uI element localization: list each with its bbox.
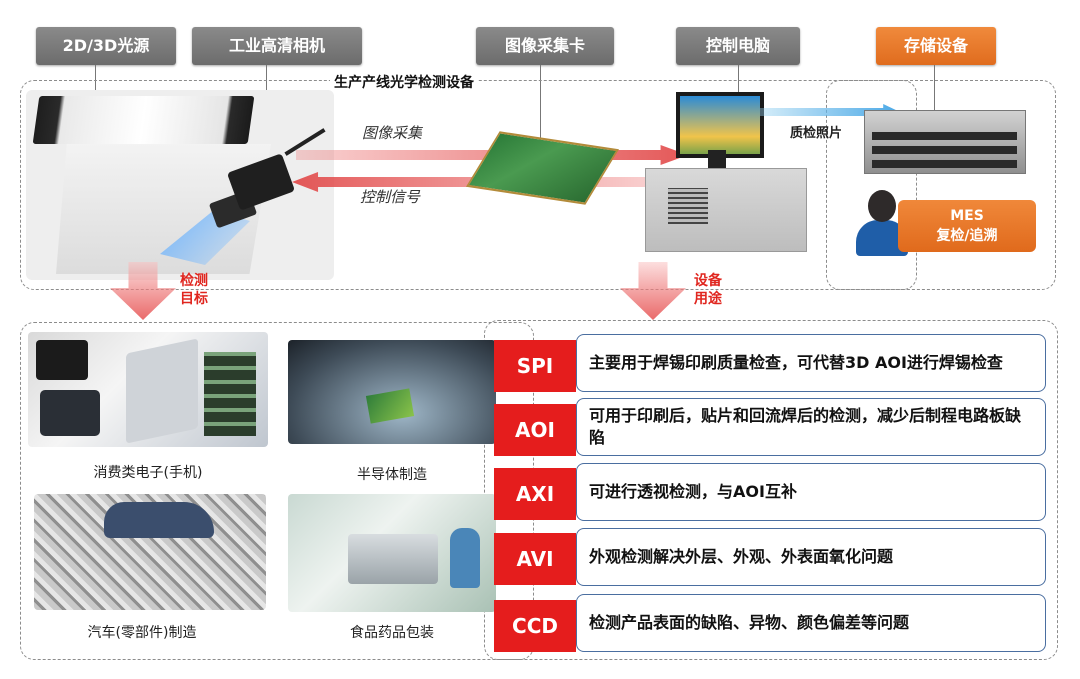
quality-photos-label: 质检照片 (790, 126, 843, 141)
use-desc-aoi: 可用于印刷后，贴片和回流焊后的检测，减少后制程电路板缺陷 (576, 398, 1046, 456)
use-code-aoi: AOI (494, 404, 576, 456)
mes-subtitle: 复检/追溯 (936, 228, 998, 244)
app-label-food: 食品药品包装 (350, 625, 434, 641)
mes-title: MES (950, 208, 984, 224)
tag-control-pc: 控制电脑 (676, 27, 800, 65)
tag-capture-card: 图像采集卡 (476, 27, 614, 65)
operator-head (868, 190, 896, 222)
image-capture-label: 图像采集 (362, 124, 423, 142)
use-code-ccd: CCD (494, 600, 576, 652)
tag-storage: 存储设备 (876, 27, 996, 65)
connector-line (95, 65, 96, 100)
storage-group-box (826, 80, 1056, 290)
food-pharma-image (288, 494, 496, 612)
tag-light-source: 2D/3D光源 (36, 27, 176, 65)
monitor-image (676, 92, 764, 158)
app-label-semiconductor: 半导体制造 (357, 467, 427, 483)
tag-industrial-camera: 工业高清相机 (192, 27, 362, 65)
use-desc-text: 外观检测解决外层、外观、外表面氧化问题 (589, 547, 894, 566)
use-desc-ccd: 检测产品表面的缺陷、异物、颜色偏差等问题 (576, 594, 1046, 652)
connector-line (738, 65, 739, 93)
control-signal-label: 控制信号 (360, 188, 421, 206)
device-laptop (126, 338, 198, 444)
server-drive-row (872, 132, 1017, 140)
usage-group-box (484, 320, 1058, 660)
use-desc-spi: 主要用于焊锡印刷质量检查，可代替3D AOI进行焊锡检查 (576, 334, 1046, 392)
usage-label: 设备 用途 (694, 273, 722, 307)
car-body (104, 502, 214, 538)
targets-label: 检测 目标 (180, 273, 208, 307)
device-layers (204, 352, 256, 436)
server-drive-row (872, 160, 1017, 168)
device-tablet (36, 340, 88, 380)
packaging-machine (348, 534, 438, 584)
use-desc-text: 可用于印刷后，贴片和回流焊后的检测，减少后制程电路板缺陷 (589, 406, 1022, 447)
wafer-chip (365, 388, 415, 424)
device-ipad (40, 390, 100, 436)
app-label-consumer: 消费类电子(手机) (93, 465, 203, 481)
equipment-group-title: 生产产线光学检测设备 (330, 72, 478, 92)
use-code-avi: AVI (494, 533, 576, 585)
connector-line (540, 65, 541, 153)
automotive-parts-image (34, 494, 266, 610)
server-drive-row (872, 146, 1017, 154)
semiconductor-image (288, 340, 496, 444)
consumer-electronics-image (28, 332, 268, 447)
use-desc-text: 主要用于焊锡印刷质量检查，可代替3D AOI进行焊锡检查 (589, 353, 1003, 372)
connector-line (934, 65, 935, 110)
use-code-axi: AXI (494, 468, 576, 520)
mes-badge: MES 复检/追溯 (898, 200, 1036, 252)
monitor-stand (708, 150, 726, 172)
use-desc-text: 可进行透视检测，与AOI互补 (589, 482, 797, 501)
app-label-automotive: 汽车(零部件)制造 (87, 625, 197, 641)
use-code-spi: SPI (494, 340, 576, 392)
use-desc-text: 检测产品表面的缺陷、异物、颜色偏差等问题 (589, 613, 910, 632)
use-desc-avi: 外观检测解决外层、外观、外表面氧化问题 (576, 528, 1046, 586)
light-source-image (32, 96, 255, 144)
lab-worker (450, 528, 480, 588)
use-desc-axi: 可进行透视检测，与AOI互补 (576, 463, 1046, 521)
pc-vent (668, 188, 708, 224)
